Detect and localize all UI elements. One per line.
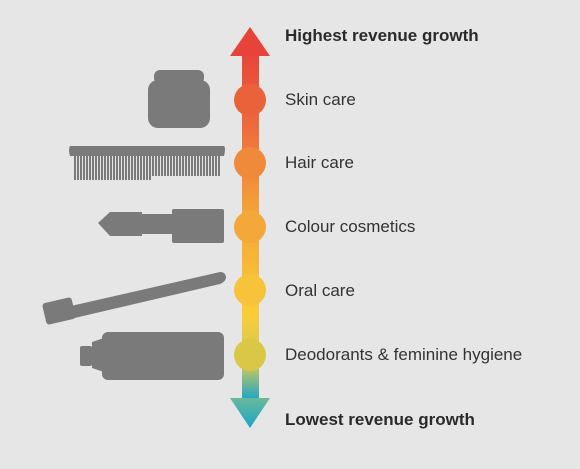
top-label: Highest revenue growth [285,26,479,45]
bottom-label: Lowest revenue growth [285,410,475,429]
marker-colour-cosmetics [234,211,266,243]
arrow-markers [234,84,266,371]
category-label-skin-care: Skin care [285,90,356,109]
cream-jar-icon [148,70,210,128]
marker-hair-care [234,147,266,179]
marker-skin-care [234,84,266,116]
category-label-colour-cosmetics: Colour cosmetics [285,217,416,236]
marker-deodorants [234,339,266,371]
marker-oral-care [234,274,266,306]
comb-icon [69,146,225,180]
lipstick-icon [98,209,224,243]
toothbrush-icon [42,272,226,325]
category-label-deodorants: Deodorants & feminine hygiene [285,345,523,364]
category-label-hair-care: Hair care [285,153,354,172]
arrow-head-down [230,398,270,428]
tube-icon [80,332,224,380]
arrow-head-up [230,27,270,56]
category-label-oral-care: Oral care [285,281,355,300]
